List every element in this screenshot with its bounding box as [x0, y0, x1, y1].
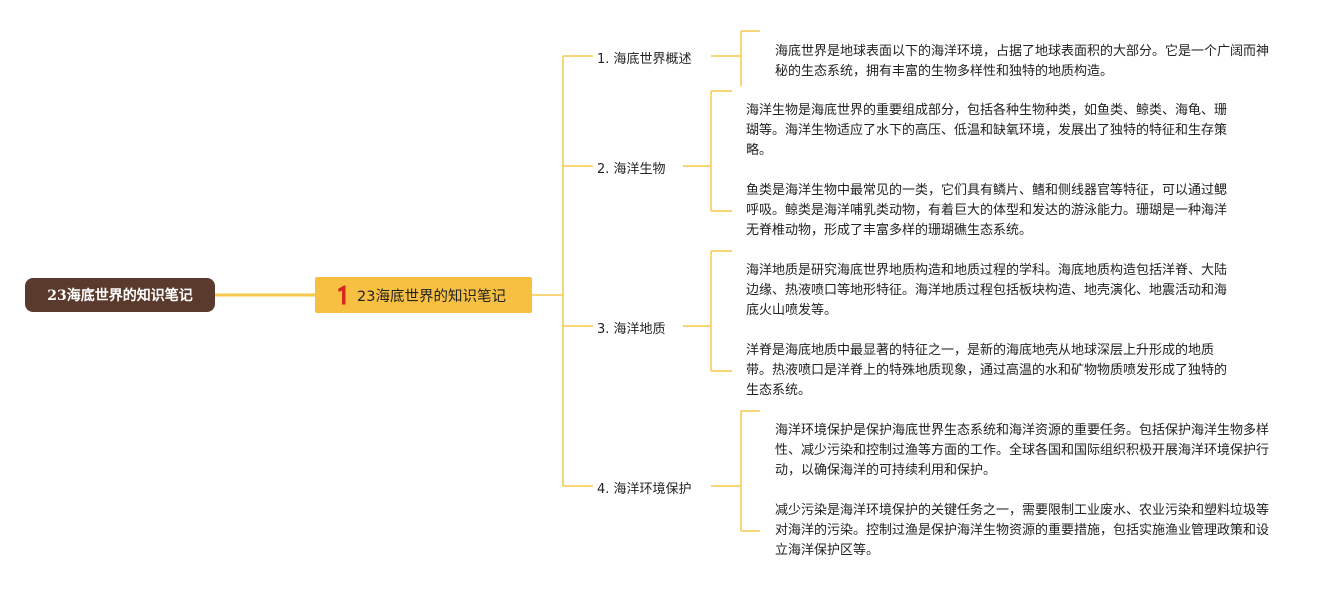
- leaf-text: 减少污染是海洋环境保护的关键任务之一，需要限制工业废水、农业污染和塑料垃圾等对海…: [775, 503, 1270, 558]
- leaf-text: 洋脊是海底地质中最显著的特征之一，是新的海底地壳从地球深层上升形成的地质带。热液…: [746, 343, 1228, 398]
- main-topic-node[interactable]: 23海底世界的知识笔记: [315, 277, 532, 313]
- branch-environment-protection[interactable]: 4. 海洋环境保护: [597, 478, 692, 497]
- root-node[interactable]: 23海底世界的知识笔记: [25, 278, 215, 312]
- leaf-overview-1[interactable]: 海底世界是地球表面以下的海洋环境，占据了地球表面积的大部分。它是一个广阔而神秘的…: [775, 42, 1270, 82]
- leaf-marine-life-1[interactable]: 海洋生物是海底世界的重要组成部分，包括各种生物种类，如鱼类、鲸类、海龟、珊瑚等。…: [746, 101, 1238, 161]
- branch-label: 4. 海洋环境保护: [597, 482, 692, 497]
- branch-label: 3. 海洋地质: [597, 322, 666, 337]
- branch-label: 2. 海洋生物: [597, 162, 666, 177]
- leaf-text: 海洋生物是海底世界的重要组成部分，包括各种生物种类，如鱼类、鲸类、海龟、珊瑚等。…: [746, 103, 1228, 158]
- leaf-text: 鱼类是海洋生物中最常见的一类，它们具有鳞片、鳍和侧线器官等特征，可以通过鳃呼吸。…: [746, 183, 1228, 238]
- leaf-marine-geology-1[interactable]: 海洋地质是研究海底世界地质构造和地质过程的学科。海底地质构造包括洋脊、大陆边缘、…: [746, 261, 1238, 321]
- leaf-environment-protection-1[interactable]: 海洋环境保护是保护海底世界生态系统和海洋资源的重要任务。包括保护海洋生物多样性、…: [775, 421, 1270, 481]
- leaf-marine-life-2[interactable]: 鱼类是海洋生物中最常见的一类，它们具有鳞片、鳍和侧线器官等特征，可以通过鳃呼吸。…: [746, 181, 1238, 241]
- leaf-text: 海洋地质是研究海底世界地质构造和地质过程的学科。海底地质构造包括洋脊、大陆边缘、…: [746, 263, 1228, 318]
- branch-marine-geology[interactable]: 3. 海洋地质: [597, 318, 666, 337]
- root-node-label: 23海底世界的知识笔记: [47, 288, 193, 304]
- leaf-text: 海底世界是地球表面以下的海洋环境，占据了地球表面积的大部分。它是一个广阔而神秘的…: [775, 44, 1270, 79]
- leaf-marine-geology-2[interactable]: 洋脊是海底地质中最显著的特征之一，是新的海底地壳从地球深层上升形成的地质带。热液…: [746, 341, 1238, 401]
- branch-label: 1. 海底世界概述: [597, 52, 692, 67]
- main-topic-label: 23海底世界的知识笔记: [357, 288, 506, 305]
- branch-overview[interactable]: 1. 海底世界概述: [597, 48, 692, 67]
- number-1-icon: [338, 285, 346, 305]
- leaf-environment-protection-2[interactable]: 减少污染是海洋环境保护的关键任务之一，需要限制工业废水、农业污染和塑料垃圾等对海…: [775, 501, 1270, 561]
- leaf-text: 海洋环境保护是保护海底世界生态系统和海洋资源的重要任务。包括保护海洋生物多样性、…: [775, 423, 1270, 478]
- branch-marine-life[interactable]: 2. 海洋生物: [597, 158, 666, 177]
